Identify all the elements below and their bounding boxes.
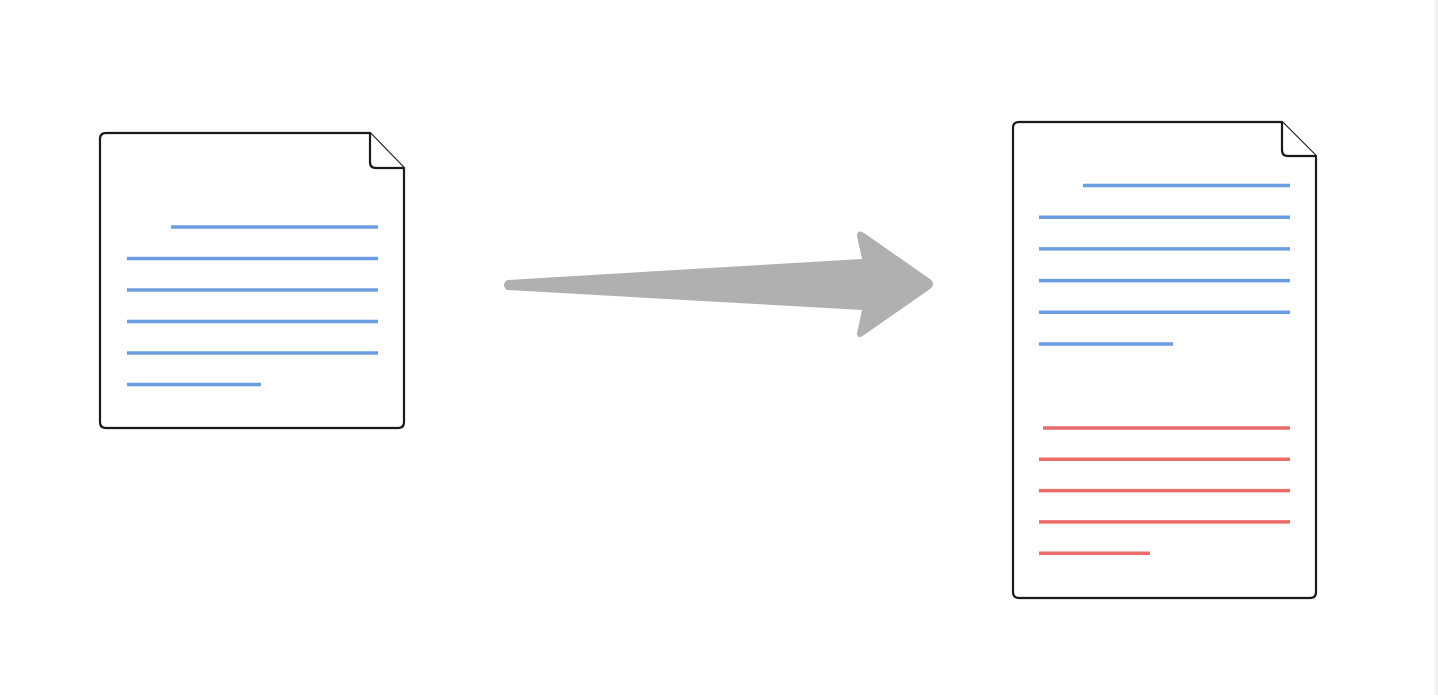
result-document-fold	[1280, 122, 1316, 158]
window-edge	[1435, 0, 1438, 695]
result-document-original-text-lines	[1039, 183, 1290, 346]
result-document-added-text-lines	[1039, 426, 1290, 555]
source-document-icon	[98, 131, 406, 430]
result-document-outline	[1011, 120, 1318, 600]
result-document-icon	[1011, 120, 1318, 600]
source-document-fold	[368, 133, 404, 170]
source-document-text-lines	[127, 225, 378, 387]
arrow-right-icon	[504, 231, 933, 338]
